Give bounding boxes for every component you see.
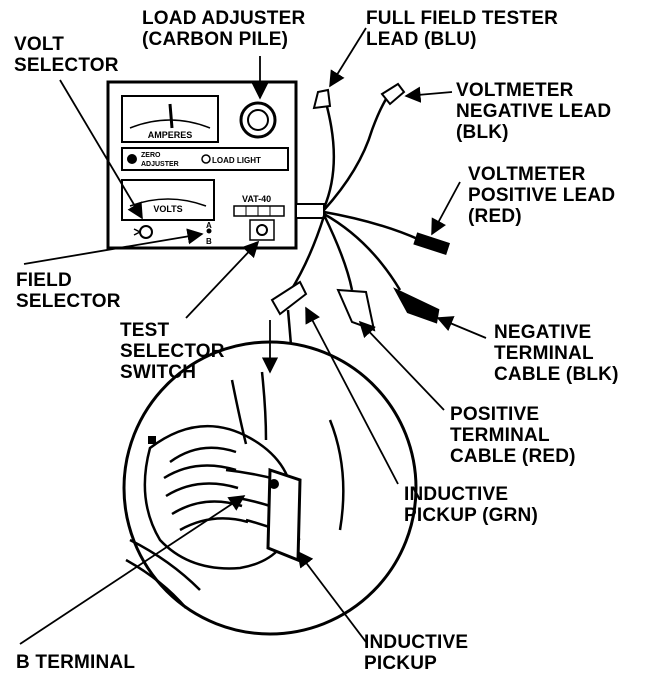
volt-selector-knob: [133, 225, 153, 239]
leader-lines: [19, 27, 487, 645]
test-selector-callout: TEST SELECTOR SWITCH: [120, 320, 225, 383]
callout-line: VOLTMETER: [468, 164, 586, 185]
full-field-tester-callout: FULL FIELD TESTER LEAD (BLU): [366, 8, 558, 50]
field-selector-knob: [206, 228, 212, 234]
alternator-closeup: [122, 340, 418, 636]
callout-line: TERMINAL: [450, 425, 550, 446]
callout-line: VOLTMETER: [456, 80, 574, 101]
callout-line: B TERMINAL: [16, 652, 136, 673]
adjuster-label: ADJUSTER: [141, 161, 179, 168]
zero-adjuster-knob: [127, 154, 137, 164]
tester-unit: AMPERES ZERO ADJUSTER LOAD LIGHT VOLTS A…: [106, 80, 298, 250]
callout-line: PICKUP: [364, 653, 437, 674]
inductive-pickup-grn-callout: INDUCTIVE PICKUP (GRN): [404, 484, 538, 526]
volts-label: VOLTS: [153, 204, 182, 214]
selector-a-label: A: [206, 221, 212, 230]
callout-line: FULL FIELD TESTER: [366, 8, 558, 29]
callout-line: SELECTOR: [14, 55, 119, 76]
load-light-label: LOAD LIGHT: [212, 156, 261, 165]
callout-line: (BLK): [456, 122, 509, 143]
callout-line: TERMINAL: [494, 343, 594, 364]
callout-line: VOLT: [14, 34, 65, 55]
pickup-clamp: [266, 467, 302, 563]
callout-line: SWITCH: [120, 362, 197, 383]
callout-line: TEST: [120, 320, 170, 341]
negative-terminal-callout: NEGATIVE TERMINAL CABLE (BLK): [494, 322, 619, 385]
voltmeter-positive-callout: VOLTMETER POSITIVE LEAD (RED): [468, 164, 615, 227]
callout-line: CABLE (RED): [450, 446, 576, 467]
callout-line: INDUCTIVE: [364, 632, 469, 653]
callout-line: INDUCTIVE: [404, 484, 509, 505]
callout-line: (CARBON PILE): [142, 29, 289, 50]
positive-terminal-callout: POSITIVE TERMINAL CABLE (RED): [450, 404, 576, 467]
callout-line: POSITIVE LEAD: [468, 185, 616, 206]
callout-line: CABLE (BLK): [494, 364, 619, 385]
amperes-label: AMPERES: [148, 130, 193, 140]
model-label: VAT-40: [242, 194, 271, 204]
callout-line: NEGATIVE: [494, 322, 592, 343]
b-terminal-callout: B TERMINAL: [16, 652, 135, 673]
voltmeter-negative-callout: VOLTMETER NEGATIVE LEAD (BLK): [456, 80, 611, 143]
voltmeter: VOLTS: [121, 179, 215, 221]
callout-line: LOAD ADJUSTER: [142, 8, 306, 29]
svg-text:ADJUSTER: ADJUSTER: [141, 161, 179, 168]
ammeter: AMPERES: [121, 95, 219, 143]
zero-label: ZERO: [141, 152, 161, 159]
callout-line: FIELD: [16, 270, 72, 291]
callout-line: (RED): [468, 206, 522, 227]
load-adjuster-knob: [239, 101, 277, 139]
test-selector-knob: [256, 224, 268, 236]
callout-line: SELECTOR: [16, 291, 121, 312]
callout-line: SELECTOR: [120, 341, 225, 362]
svg-text:ZERO: ZERO: [141, 152, 161, 159]
selector-b-label: B: [206, 237, 212, 246]
load-adjuster-callout: LOAD ADJUSTER (CARBON PILE): [142, 8, 305, 50]
callout-line: PICKUP (GRN): [404, 505, 538, 526]
load-light: [201, 154, 211, 164]
callout-line: LEAD (BLU): [366, 29, 477, 50]
callout-line: POSITIVE: [450, 404, 540, 425]
inductive-pickup-callout: INDUCTIVE PICKUP: [364, 632, 468, 674]
callout-line: NEGATIVE LEAD: [456, 101, 612, 122]
volt-selector-callout: VOLT SELECTOR: [14, 34, 119, 76]
field-selector-callout: FIELD SELECTOR: [16, 270, 121, 312]
